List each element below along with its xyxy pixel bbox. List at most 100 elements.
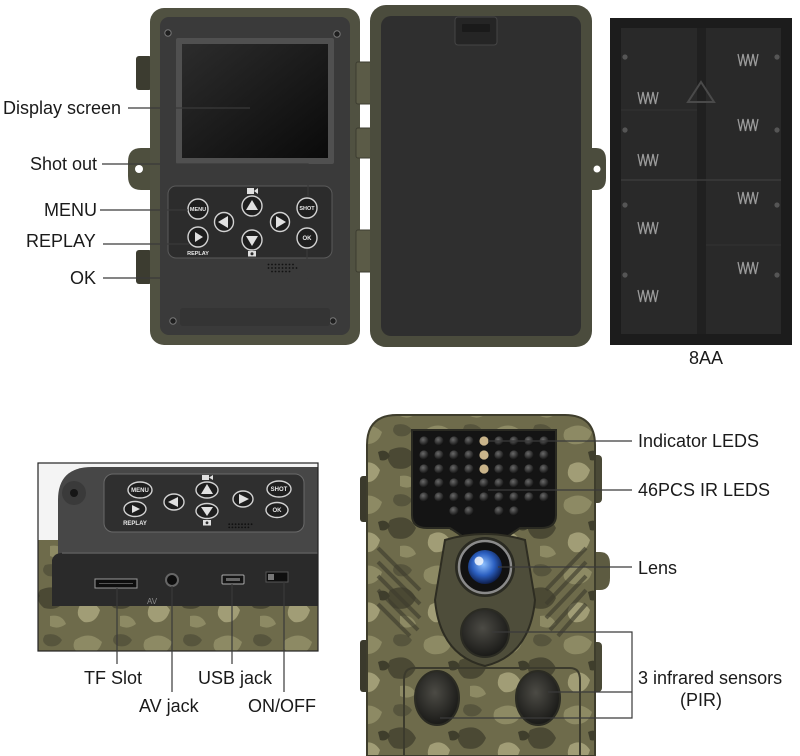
speaker-hole	[285, 270, 287, 273]
callout-shot-out: Shot out	[30, 154, 97, 174]
ir-led	[539, 450, 549, 460]
speaker-hole	[274, 267, 277, 269]
battery-label: 8AA	[689, 348, 723, 368]
speaker-hole	[278, 267, 280, 269]
ir-led	[539, 492, 549, 502]
speaker-hole	[234, 526, 237, 529]
callout-tf-slot: TF Slot	[84, 668, 142, 688]
camera-front	[360, 414, 610, 756]
side-ridges-left	[376, 546, 422, 638]
button-shot-label: SHOT	[299, 206, 315, 212]
ir-led	[524, 464, 534, 474]
polarity-arrow-icon	[686, 80, 716, 103]
mount-ear	[594, 552, 610, 590]
ir-led	[434, 464, 444, 474]
callout-av-jack: AV jack	[139, 696, 200, 716]
button-left	[213, 211, 235, 233]
cover-inner	[381, 16, 581, 336]
button-panel	[103, 473, 305, 533]
speaker-hole	[274, 270, 277, 273]
pir-sensor-right	[515, 670, 561, 726]
ir-led	[419, 492, 429, 502]
ir-led	[449, 464, 459, 474]
button-panel	[167, 185, 333, 259]
button-left	[163, 493, 185, 511]
button-shot-label: SHOT	[271, 487, 288, 493]
arrow-up-icon	[201, 484, 213, 494]
speaker-hole	[241, 523, 243, 526]
speaker-grille	[267, 263, 298, 273]
ir-led	[539, 464, 549, 474]
camera-cover	[370, 5, 606, 347]
ir-led	[479, 478, 489, 488]
ir-led-grid	[419, 436, 549, 516]
speaker-hole	[241, 526, 243, 529]
callout-ok: OK	[70, 268, 96, 288]
callout-pir-line2: (PIR)	[680, 690, 722, 710]
button-right	[269, 211, 291, 233]
ir-led	[449, 492, 459, 502]
speaker-hole	[231, 526, 234, 529]
button-menu: MENU	[127, 481, 153, 499]
speaker-hole	[244, 526, 247, 529]
ir-led	[434, 436, 444, 446]
open-camera-body: MENU REPLAY SHOT	[128, 8, 373, 345]
device-front-face	[52, 553, 318, 606]
button-down	[195, 502, 219, 526]
ir-led	[524, 478, 534, 488]
bottom-strip	[180, 308, 330, 326]
button-menu-label: MENU	[190, 207, 206, 213]
ir-led	[524, 492, 534, 502]
screw	[164, 29, 172, 37]
ir-led	[479, 492, 489, 502]
arrow-up-icon	[246, 200, 258, 210]
top-callouts: Display screen Shot out MENU REPLAY OK	[3, 98, 309, 288]
arrow-left-icon	[168, 497, 178, 507]
callout-replay: REPLAY	[26, 231, 96, 251]
ir-led	[419, 464, 429, 474]
indicator-leds	[479, 436, 489, 474]
ir-led	[464, 450, 474, 460]
av-jack	[165, 573, 179, 587]
speaker-hole	[281, 270, 284, 273]
speaker-hole	[274, 263, 277, 266]
strap-tab	[136, 250, 152, 284]
video-icon	[202, 475, 209, 480]
hinge	[355, 61, 373, 105]
button-down	[241, 229, 263, 257]
arrow-down-icon	[201, 507, 213, 516]
play-icon	[195, 232, 203, 242]
port-closeup: MENU SHOT REPLAY	[38, 463, 318, 651]
ir-led	[509, 478, 519, 488]
battery-spring	[637, 221, 659, 235]
button-ok-label: OK	[303, 236, 313, 242]
front-callouts: Indicator LEDS 46PCS IR LEDS Lens 3 infr…	[440, 431, 782, 719]
ir-led	[509, 506, 519, 516]
port-callouts: TF Slot AV jack USB jack ON/OFF	[84, 582, 316, 716]
ir-led	[539, 478, 549, 488]
speaker-hole	[250, 523, 253, 526]
lens-highlight	[474, 556, 484, 566]
center-rib	[697, 28, 706, 334]
callout-on-off: ON/OFF	[248, 696, 316, 716]
ir-led	[464, 436, 474, 446]
ir-led	[449, 478, 459, 488]
screw	[774, 202, 780, 208]
button-menu: MENU	[187, 198, 209, 220]
button-up	[241, 188, 263, 217]
screw	[622, 54, 628, 60]
speaker-hole	[278, 263, 280, 266]
usb-jack	[221, 574, 245, 585]
button-shot: SHOT	[266, 480, 292, 498]
av-port-marking: AV	[147, 597, 158, 606]
screw	[329, 317, 337, 325]
closeup-border	[37, 462, 319, 652]
ir-led	[464, 506, 474, 516]
mount-ear-hole	[135, 165, 143, 173]
speaker-grille	[228, 523, 253, 529]
speaker-hole	[234, 523, 237, 526]
arrow-left-icon	[218, 216, 228, 228]
camo-housing	[38, 602, 318, 651]
latch-slot	[462, 24, 490, 32]
